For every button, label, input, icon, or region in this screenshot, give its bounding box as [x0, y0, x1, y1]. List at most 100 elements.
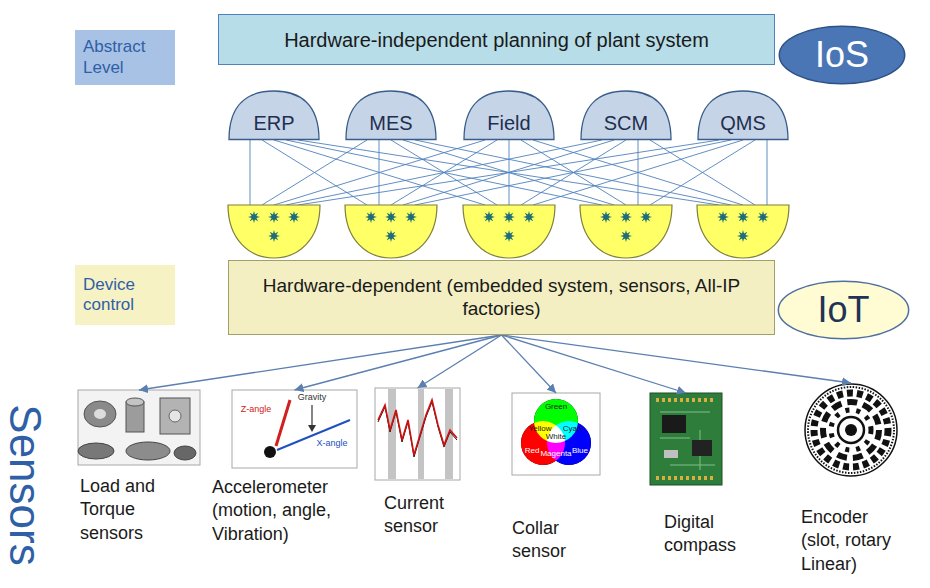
node-text: SCM	[604, 111, 648, 135]
star-symbol	[385, 230, 397, 242]
encoder-track	[838, 417, 864, 443]
board-pads	[656, 398, 716, 402]
chip	[692, 440, 712, 456]
star-symbol	[737, 211, 749, 223]
sensor-item: Load and Torque sensors	[74, 390, 198, 545]
star-symbol	[757, 211, 769, 223]
node-text: MES	[369, 111, 412, 135]
connector-arrow	[139, 335, 502, 390]
sensor-caption: Collar sensor	[512, 517, 604, 564]
encoder-track	[814, 393, 888, 467]
star-symbol	[483, 211, 495, 223]
iot-ellipse: IoT	[777, 280, 910, 340]
sensor-caption: Accelerometer (motion, angle, Vibration)	[212, 476, 356, 546]
star-symbol	[737, 230, 749, 242]
picture-frame	[232, 390, 357, 468]
color-label: Green	[545, 403, 567, 412]
ring-hole	[94, 409, 106, 419]
disc-sensor	[126, 442, 170, 460]
star-symbol	[717, 211, 729, 223]
sensor-item: Collar sensor	[508, 393, 604, 564]
node-text: Abstract Level	[83, 37, 167, 78]
system-dome: SCM	[580, 90, 672, 140]
connector-arrow	[502, 335, 852, 383]
star-symbol	[365, 211, 377, 223]
device-bowl	[463, 205, 555, 258]
ellipse-outline	[779, 26, 904, 84]
encoder-track	[831, 410, 871, 450]
ios-ellipse: IoS	[778, 25, 906, 85]
star-symbol	[640, 211, 652, 223]
system-dome: MES	[345, 90, 437, 140]
x-axis-line	[277, 420, 350, 450]
circle-ground	[512, 393, 600, 475]
star-symbol	[268, 230, 280, 242]
encoder-disc	[805, 384, 897, 476]
board-traces	[660, 412, 715, 470]
dome-outline	[464, 91, 554, 140]
encoder-picture	[805, 384, 897, 476]
encoder-track	[823, 402, 879, 458]
encoder-hub	[845, 424, 857, 436]
accelerometer-picture	[232, 390, 357, 468]
star-symbol	[405, 211, 417, 223]
grey-band	[388, 389, 396, 479]
star-symbol	[620, 230, 632, 242]
sensor-caption: Load and Torque sensors	[80, 475, 198, 545]
axis-label: X-angle	[316, 439, 347, 449]
device-bowl	[697, 205, 789, 258]
level-tag: Abstract Level	[75, 30, 175, 85]
star-symbol	[248, 211, 260, 223]
compass-picture	[650, 393, 722, 485]
device-bowl	[580, 205, 672, 258]
node-text: IoS	[815, 33, 869, 76]
planning-box: Hardware-independent planning of plant s…	[218, 14, 775, 65]
node-text: Field	[487, 111, 530, 135]
disc-sensor	[78, 443, 114, 459]
color-label: Blue	[572, 447, 588, 456]
sensor-item: Encoder (slot, rotary Linear)	[797, 383, 907, 576]
color-circles	[512, 393, 600, 475]
axis-label: Gravity	[298, 393, 327, 403]
color-label: White	[546, 433, 566, 442]
encoder-track	[808, 387, 894, 473]
star-symbol	[385, 211, 397, 223]
color-label: Magenta	[540, 450, 571, 459]
section-title: Sensors	[1, 404, 49, 565]
sensor-item: Current sensor	[372, 388, 472, 539]
connector-arrow	[295, 335, 502, 390]
hardware-box: Hardware-dependent (embedded system, sen…	[228, 260, 775, 335]
system-dome: QMS	[697, 90, 789, 140]
dome-outline	[229, 91, 319, 140]
star-symbol	[523, 211, 535, 223]
node-text: ERP	[253, 111, 294, 135]
level-tag: Device control	[75, 265, 175, 325]
dome-outline	[581, 91, 671, 140]
system-dome: ERP	[228, 90, 320, 140]
crystal	[664, 450, 678, 458]
node-text: QMS	[720, 111, 766, 135]
chip	[662, 415, 686, 433]
signal-trace	[378, 400, 457, 455]
s-beam-sensor	[160, 398, 190, 434]
dome-outline	[698, 91, 788, 140]
sensor-item: Digital compass	[650, 393, 750, 558]
board-pads	[656, 476, 716, 480]
connector-arrow	[502, 335, 687, 393]
circuit-board	[650, 393, 722, 485]
node-text: IoT	[817, 288, 869, 331]
star-symbol	[268, 211, 280, 223]
picture-frame	[512, 393, 600, 475]
sensor-caption: Digital compass	[664, 511, 750, 558]
cylinder-top	[126, 398, 144, 406]
dome-outline	[346, 91, 436, 140]
disc-sensor	[174, 446, 196, 460]
ellipse-outline	[778, 281, 908, 339]
system-dome: Field	[463, 90, 555, 140]
axis-label: Z-angle	[241, 405, 272, 415]
load-sensor-picture	[78, 390, 200, 465]
device-bowl	[228, 205, 320, 258]
node-text: Hardware-dependent (embedded system, sen…	[241, 275, 762, 321]
device-bowl	[345, 205, 437, 258]
